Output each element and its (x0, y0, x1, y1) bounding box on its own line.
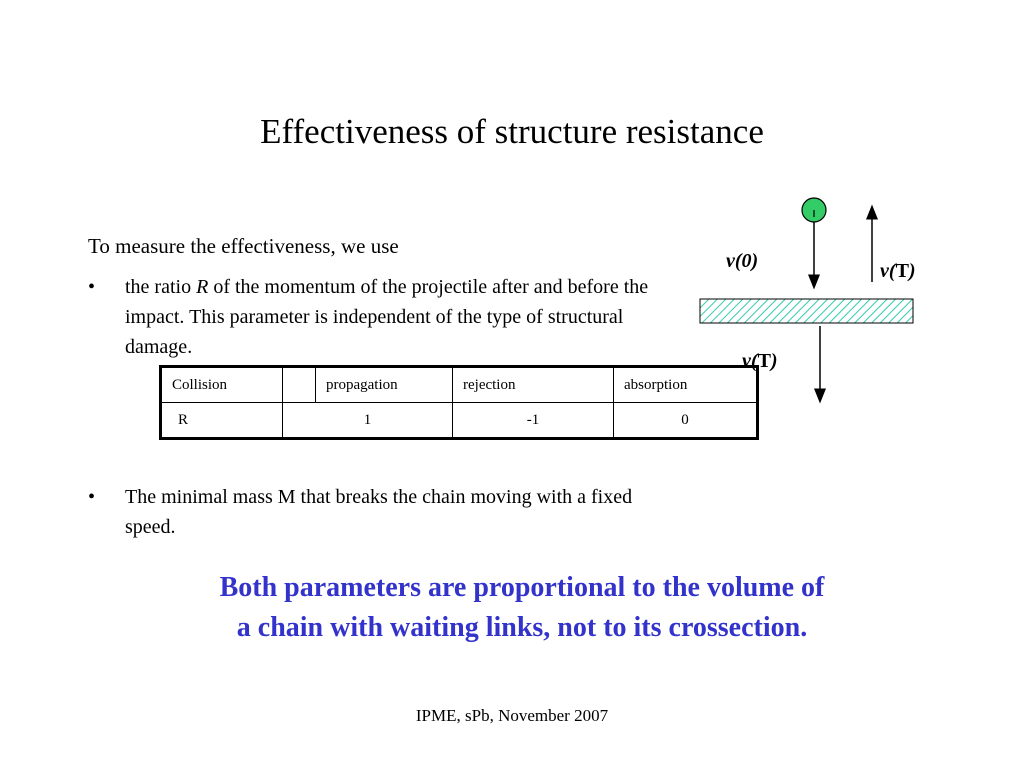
conclusion-text: Both parameters are proportional to the … (0, 568, 1024, 648)
slide-title: Effectiveness of structure resistance (260, 112, 764, 151)
label-vt-t: T (895, 260, 909, 282)
value-propagation: 1 (282, 402, 453, 439)
label-vt2-open: ( (750, 350, 758, 372)
label-vt2-symbol: v (742, 350, 751, 372)
label-v0-arg: (0) (734, 250, 759, 272)
label-vt-symbol: v (880, 260, 889, 282)
value-rejection: -1 (452, 402, 614, 439)
label-vt2-t: T (757, 350, 771, 372)
label-v0: v(0) (726, 250, 758, 273)
header-absorption: absorption (613, 366, 758, 403)
ratio-symbol: R (196, 276, 209, 298)
label-vt-reflected: v(T) (880, 260, 916, 283)
bullet-ratio-text: the ratio R of the momentum of the proje… (125, 272, 678, 362)
header-rejection: rejection (452, 366, 614, 403)
row-label-r: R (160, 402, 283, 439)
bullet-ratio-before: the ratio (125, 276, 197, 298)
bullet-mass-text: The minimal mass M that breaks the chain… (125, 486, 633, 538)
label-vt-open: ( (888, 260, 896, 282)
bullet-marker: • (88, 276, 96, 298)
table-row: R 1 -1 0 (160, 402, 758, 439)
impact-diagram: v(0) v(T) v(T) (690, 190, 990, 420)
footer-text: IPME, sPb, November 2007 (415, 706, 609, 725)
intro-text: To measure the effectiveness, we use (88, 234, 399, 258)
header-collision: Collision (160, 366, 283, 403)
value-absorption: 0 (613, 402, 758, 439)
table-header-row: Collision propagation rejection absorpti… (160, 366, 758, 403)
conclusion-line-1: Both parameters are proportional to the … (219, 572, 825, 603)
bullet-marker: • (88, 486, 96, 508)
results-table: Collision propagation rejection absorpti… (159, 365, 759, 440)
label-vt2-close: ) (770, 350, 778, 372)
label-vt-close: ) (908, 260, 916, 282)
bullet-ratio: • the ratio R of the momentum of the pro… (88, 272, 678, 362)
header-propagation: propagation (315, 366, 453, 403)
structure-plate (699, 298, 914, 324)
results-table-wrapper: Collision propagation rejection absorpti… (159, 365, 759, 440)
header-empty (282, 366, 316, 403)
conclusion-line-2: a chain with waiting links, not to its c… (236, 612, 808, 643)
label-vt-transmitted: v(T) (742, 350, 778, 373)
impact-diagram-svg (699, 197, 914, 404)
label-v0-symbol: v (726, 250, 735, 272)
bullet-ratio-after: of the momentum of the projectile after … (125, 276, 649, 358)
bullet-mass: • The minimal mass M that breaks the cha… (88, 482, 678, 542)
